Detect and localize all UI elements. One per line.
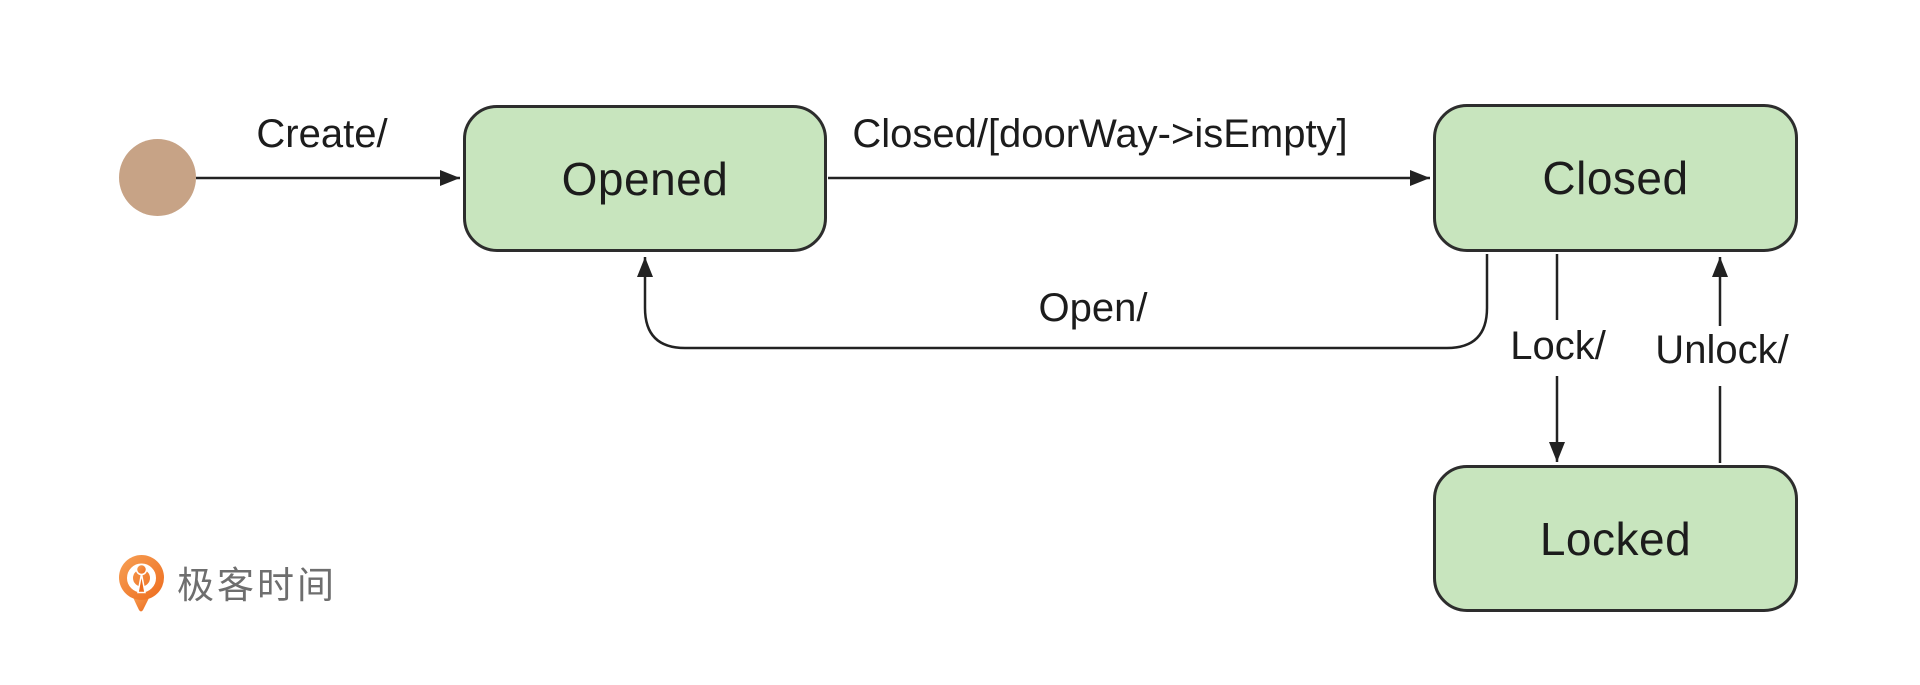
- transition-label-lock: Lock/: [1504, 324, 1612, 369]
- transition-label-unlock: Unlock/: [1649, 328, 1795, 373]
- geektime-logo: 极客时间: [118, 554, 337, 613]
- geektime-logo-icon: [119, 555, 164, 612]
- state-opened: Opened: [463, 105, 827, 252]
- state-opened-label: Opened: [561, 152, 729, 205]
- transition-label-closed-condition: Closed/[doorWay->isEmpty]: [852, 112, 1348, 156]
- initial-state-dot: [119, 139, 196, 216]
- geektime-logo-text: 极客时间: [177, 565, 337, 606]
- arrow-open-return: [637, 254, 1489, 350]
- transition-label-open: Open/: [1038, 286, 1148, 330]
- state-locked: Locked: [1433, 465, 1798, 612]
- state-closed: Closed: [1433, 104, 1798, 252]
- state-locked-label: Locked: [1539, 512, 1692, 565]
- transition-label-create: Create/: [256, 112, 388, 156]
- state-closed-label: Closed: [1542, 152, 1689, 204]
